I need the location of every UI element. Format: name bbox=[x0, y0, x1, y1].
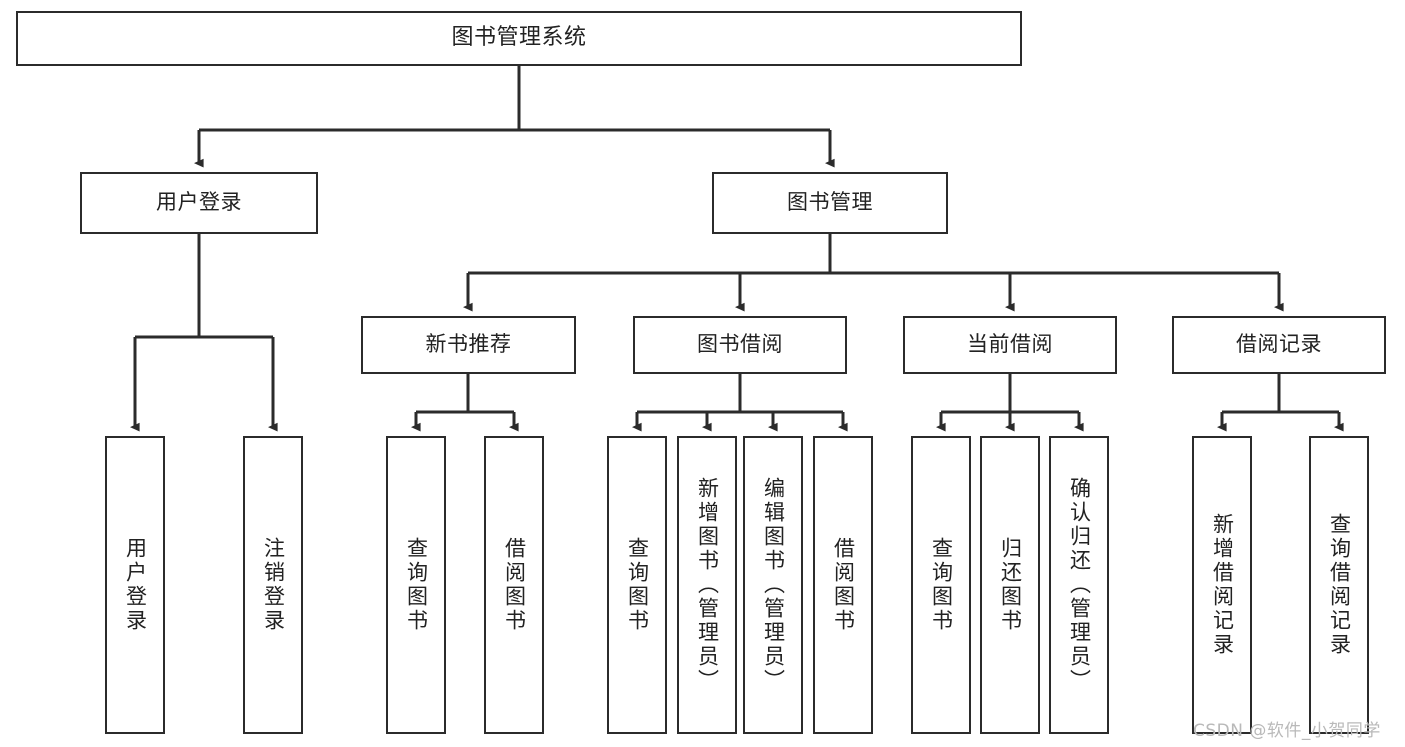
node-user-login[interactable]: 用户登录 bbox=[80, 172, 318, 234]
node-current-borrow-label: 当前借阅 bbox=[967, 332, 1053, 357]
node-book-borrow[interactable]: 图书借阅 bbox=[633, 316, 847, 374]
node-leaf-borrow-book-1-label: 借阅图书 bbox=[502, 537, 527, 633]
node-current-borrow[interactable]: 当前借阅 bbox=[903, 316, 1117, 374]
node-root-label: 图书管理系统 bbox=[451, 25, 587, 51]
node-leaf-return-book[interactable]: 归还图书 bbox=[980, 436, 1040, 734]
node-leaf-query-book-3[interactable]: 查询图书 bbox=[911, 436, 971, 734]
node-leaf-confirm-return-label: 确认归还（管理员） bbox=[1067, 477, 1092, 693]
node-leaf-return-book-label: 归还图书 bbox=[998, 537, 1023, 633]
node-leaf-borrow-book-1[interactable]: 借阅图书 bbox=[484, 436, 544, 734]
node-borrow-record[interactable]: 借阅记录 bbox=[1172, 316, 1386, 374]
node-leaf-add-record-label: 新增借阅记录 bbox=[1210, 513, 1235, 657]
node-leaf-add-book[interactable]: 新增图书（管理员） bbox=[677, 436, 737, 734]
node-user-login-label: 用户登录 bbox=[156, 190, 242, 215]
node-book-manage-label: 图书管理 bbox=[787, 190, 873, 215]
node-leaf-add-record[interactable]: 新增借阅记录 bbox=[1192, 436, 1252, 734]
node-leaf-edit-book-label: 编辑图书（管理员） bbox=[761, 477, 786, 693]
node-leaf-borrow-book-2-label: 借阅图书 bbox=[831, 537, 856, 633]
node-new-book-recommend-label: 新书推荐 bbox=[425, 332, 512, 357]
node-borrow-record-label: 借阅记录 bbox=[1236, 332, 1322, 357]
node-leaf-confirm-return[interactable]: 确认归还（管理员） bbox=[1049, 436, 1109, 734]
watermark: CSDN @软件_小贺同学 bbox=[1193, 721, 1381, 741]
node-leaf-borrow-book-2[interactable]: 借阅图书 bbox=[813, 436, 873, 734]
node-leaf-query-book-1[interactable]: 查询图书 bbox=[386, 436, 446, 734]
node-root[interactable]: 图书管理系统 bbox=[16, 11, 1022, 66]
node-leaf-query-book-2[interactable]: 查询图书 bbox=[607, 436, 667, 734]
node-leaf-logout-login-label: 注销登录 bbox=[261, 537, 286, 633]
node-leaf-logout-login[interactable]: 注销登录 bbox=[243, 436, 303, 734]
node-leaf-user-login-label: 用户登录 bbox=[123, 537, 148, 633]
node-leaf-query-record-label: 查询借阅记录 bbox=[1327, 513, 1352, 657]
node-leaf-add-book-label: 新增图书（管理员） bbox=[695, 477, 720, 693]
node-book-borrow-label: 图书借阅 bbox=[697, 332, 783, 357]
node-leaf-query-book-2-label: 查询图书 bbox=[625, 537, 650, 633]
node-book-manage[interactable]: 图书管理 bbox=[712, 172, 948, 234]
node-leaf-query-record[interactable]: 查询借阅记录 bbox=[1309, 436, 1369, 734]
node-leaf-edit-book[interactable]: 编辑图书（管理员） bbox=[743, 436, 803, 734]
node-leaf-user-login[interactable]: 用户登录 bbox=[105, 436, 165, 734]
node-leaf-query-book-1-label: 查询图书 bbox=[404, 537, 429, 633]
node-leaf-query-book-3-label: 查询图书 bbox=[929, 537, 954, 633]
node-new-book-recommend[interactable]: 新书推荐 bbox=[361, 316, 576, 374]
